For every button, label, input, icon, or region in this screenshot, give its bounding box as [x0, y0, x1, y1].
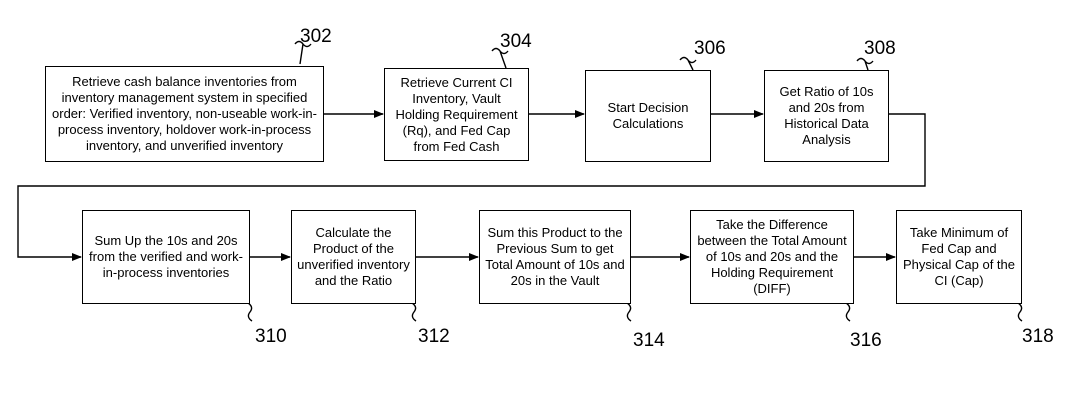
leader-310: [247, 302, 253, 322]
ref-label-308: 308: [864, 38, 896, 59]
ref-label-306: 306: [694, 38, 726, 59]
step-box-314: Sum this Product to the Previous Sum to …: [479, 210, 631, 304]
leader-304: [491, 47, 509, 69]
arrow-308-310: [17, 113, 926, 261]
leader-306: [679, 56, 697, 71]
step-text-318: Take Minimum of Fed Cap and Physical Cap…: [902, 225, 1015, 288]
step-text-302: Retrieve cash balance inventories from i…: [52, 74, 317, 153]
ref-label-302: 302: [300, 26, 332, 47]
ref-label-314: 314: [633, 330, 665, 351]
step-box-316: Take the Difference between the Total Am…: [690, 210, 854, 304]
step-box-302: Retrieve cash balance inventories from i…: [45, 66, 324, 162]
leader-318: [1017, 302, 1023, 322]
step-text-316: Take the Difference between the Total Am…: [697, 217, 847, 296]
step-text-310: Sum Up the 10s and 20s from the verified…: [89, 233, 243, 280]
leader-302: [294, 40, 312, 65]
ref-label-304: 304: [500, 31, 532, 52]
step-text-314: Sum this Product to the Previous Sum to …: [485, 225, 625, 288]
ref-label-310: 310: [255, 326, 287, 347]
step-box-308: Get Ratio of 10s and 20s from Historical…: [764, 70, 889, 162]
ref-label-318: 318: [1022, 326, 1054, 347]
leader-314: [626, 302, 632, 322]
step-box-306: Start Decision Calculations: [585, 70, 711, 162]
step-box-304: Retrieve Current CI Inventory, Vault Hol…: [384, 68, 529, 161]
step-box-318: Take Minimum of Fed Cap and Physical Cap…: [896, 210, 1022, 304]
step-text-304: Retrieve Current CI Inventory, Vault Hol…: [395, 74, 518, 154]
step-text-306: Start Decision Calculations: [607, 100, 689, 131]
step-box-310: Sum Up the 10s and 20s from the verified…: [82, 210, 250, 304]
leader-312: [411, 302, 417, 322]
step-box-312: Calculate the Product of the unverified …: [291, 210, 416, 304]
ref-label-316: 316: [850, 330, 882, 351]
step-text-312: Calculate the Product of the unverified …: [297, 225, 410, 288]
step-text-308: Get Ratio of 10s and 20s from Historical…: [779, 84, 874, 147]
leader-316: [845, 302, 851, 322]
ref-label-312: 312: [418, 326, 450, 347]
leader-308: [856, 57, 874, 71]
